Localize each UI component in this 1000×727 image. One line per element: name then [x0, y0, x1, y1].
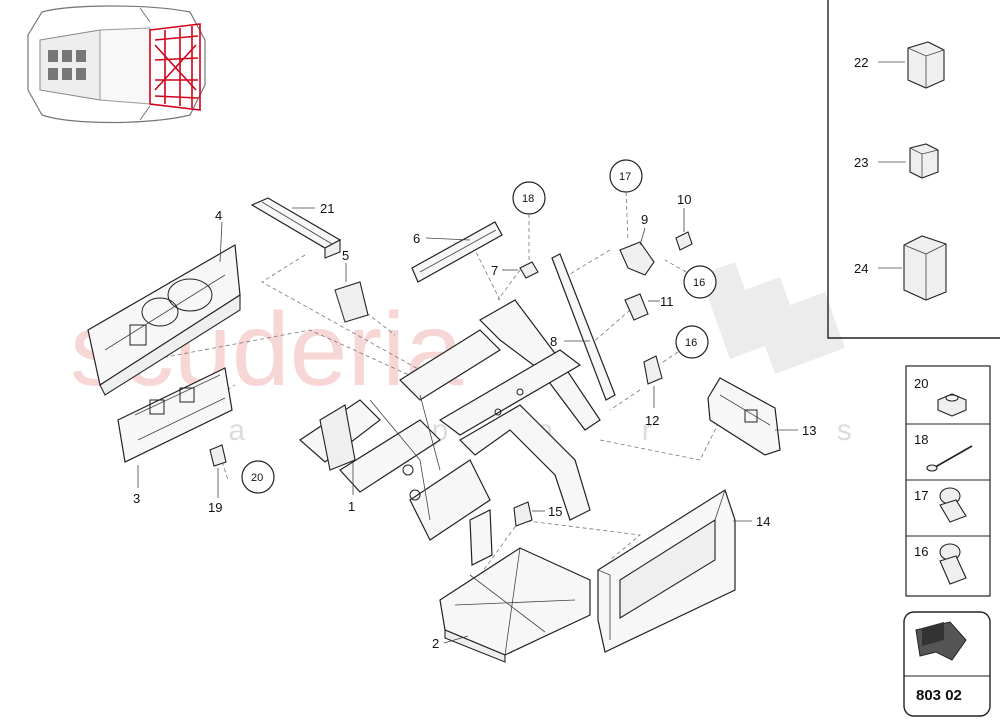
callout-1: 1: [348, 499, 355, 514]
callout-13: 13: [802, 423, 816, 438]
part-6-bar: [411, 221, 503, 283]
callout-14: 14: [756, 514, 770, 529]
callout-11: 11: [660, 294, 674, 309]
callout-3: 3: [133, 491, 140, 506]
part-7-clip: [519, 261, 539, 279]
part-23-icon: [909, 143, 939, 179]
fastener-label-18: 18: [914, 432, 928, 447]
inset-box: 22 23 24: [827, 0, 1000, 339]
part-19-clip: [209, 444, 227, 467]
callout-4: 4: [215, 208, 222, 223]
highlighted-front-frame: [149, 23, 201, 111]
bolt-icon-16: [939, 543, 967, 585]
circle-callout-17: 17: [609, 159, 643, 193]
svg-text:16: 16: [693, 277, 705, 289]
part-9-bracket: [619, 241, 655, 276]
nut-icon: [937, 393, 967, 417]
car-topview-thumbnail: [27, 5, 206, 124]
inset-label-24: 24: [854, 261, 868, 276]
circle-callout-20: 20: [241, 460, 275, 494]
callout-12: 12: [645, 413, 659, 428]
callout-15: 15: [548, 504, 562, 519]
svg-text:17: 17: [619, 171, 631, 183]
callout-5: 5: [342, 248, 349, 263]
part-24-icon: [903, 235, 947, 301]
inset-label-22: 22: [854, 55, 868, 70]
callout-9: 9: [641, 212, 648, 227]
callout-21: 21: [320, 201, 334, 216]
circle-callout-16-lower: 16: [675, 325, 709, 359]
part-1-front-frame: [299, 299, 601, 566]
svg-text:16: 16: [685, 337, 697, 349]
circle-callout-18: 18: [512, 181, 546, 215]
part-4-panel: [87, 244, 241, 396]
page-ref-number: 803 02: [916, 687, 962, 704]
part-13-panel: [707, 377, 781, 456]
part-11-clip: [624, 293, 649, 321]
callout-7: 7: [491, 263, 498, 278]
part-12-clip: [643, 355, 663, 385]
bolt-icon-17: [939, 487, 967, 523]
fastener-label-16: 16: [914, 544, 928, 559]
page-reference: 803 02: [903, 611, 991, 717]
part-3-panel: [117, 367, 233, 463]
part-14-frame: [597, 489, 736, 653]
part-8-strip: [551, 253, 616, 401]
callout-10: 10: [677, 192, 691, 207]
part-21-beam: [250, 197, 342, 259]
inset-label-23: 23: [854, 155, 868, 170]
svg-text:20: 20: [251, 472, 263, 484]
svg-text:18: 18: [522, 193, 534, 205]
part-2-tray: [439, 547, 591, 663]
part-5-bracket: [334, 281, 369, 323]
callout-6: 6: [413, 231, 420, 246]
callout-2: 2: [432, 636, 439, 651]
part-10-clip: [675, 231, 693, 251]
rivet-icon: [926, 445, 973, 472]
fastener-label-20: 20: [914, 376, 928, 391]
checker-flag: [700, 262, 845, 374]
part-22-icon: [907, 41, 945, 89]
part-15-plate: [513, 501, 533, 527]
callout-19: 19: [208, 500, 222, 515]
fastener-legend: 20 18 17 16: [905, 365, 991, 597]
callout-8: 8: [550, 334, 557, 349]
fastener-label-17: 17: [914, 488, 928, 503]
circle-callout-16-upper: 16: [683, 265, 717, 299]
arrow-icon: [915, 621, 967, 661]
